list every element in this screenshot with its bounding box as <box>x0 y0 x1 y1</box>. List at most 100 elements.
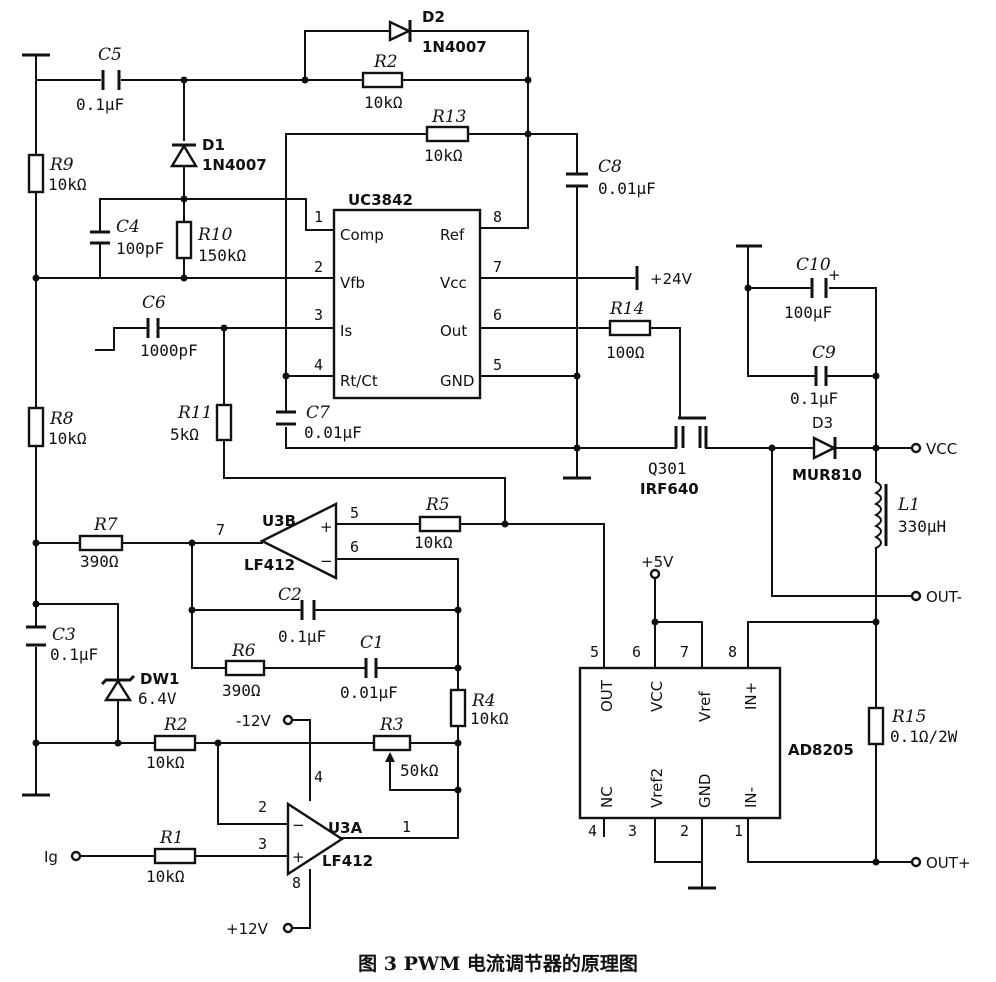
label-r7-value: 390Ω <box>80 552 119 571</box>
capacitor-c2 <box>300 600 316 620</box>
u3b-plus-sign: + <box>320 518 333 536</box>
u3a-pin1: 1 <box>402 818 411 836</box>
label-r2top-value: 10kΩ <box>364 93 403 112</box>
label-c8-value: 0.01μF <box>598 179 656 198</box>
capacitor-c10 <box>810 278 828 298</box>
ad8205-pin8-label: IN+ <box>742 682 760 710</box>
component-labels: C5 0.1μF D2 1N4007 R2 10kΩ R13 10kΩ D1 1… <box>48 8 958 886</box>
resistor-r10 <box>175 220 193 260</box>
label-r13-ref: R13 <box>431 107 466 127</box>
ad8205-pin4-num: 4 <box>588 822 597 840</box>
diode-d1 <box>169 143 199 168</box>
diodes <box>100 20 837 702</box>
label-r5-ref: R5 <box>425 495 450 515</box>
opamp-u3a: − + U3A LF412 1 2 3 4 8 <box>258 768 411 892</box>
label-r7-ref: R7 <box>93 515 118 535</box>
label-c2-ref: C2 <box>278 585 302 605</box>
junction-dots <box>32 76 880 866</box>
resistor-r8 <box>27 406 45 448</box>
capacitor-c6 <box>146 318 160 338</box>
label-r5-value: 10kΩ <box>414 533 453 552</box>
u3a-pin8: 8 <box>292 874 301 892</box>
label-r15-ref: R15 <box>891 707 926 727</box>
label-c4-value: 100pF <box>116 239 164 258</box>
uc3842-pin1-label: Comp <box>340 226 384 244</box>
diode-d2 <box>388 20 412 42</box>
label-d1-value: 1N4007 <box>202 156 267 174</box>
resistor-r5 <box>418 515 462 533</box>
ad8205-pin1-num: 1 <box>734 822 743 840</box>
label-dw1-value: 6.4V <box>138 689 177 708</box>
ad8205-pin5-label: OUT <box>598 679 616 712</box>
label-r4-ref: R4 <box>471 691 496 711</box>
uc3842-pin3-num: 3 <box>314 306 323 324</box>
label-r15-value: 0.1Ω/2W <box>890 727 958 746</box>
resistors <box>27 71 885 865</box>
capacitor-c3 <box>26 625 46 647</box>
label-r11-ref: R11 <box>177 403 212 423</box>
ad8205-pin7-label: Vref <box>696 691 714 722</box>
label-c10-ref: C10 <box>796 255 831 275</box>
u3a-name: U3A <box>328 819 363 837</box>
label-r10-ref: R10 <box>197 225 233 245</box>
label-r10-value: 150kΩ <box>198 246 247 265</box>
terminal-plus24v: +24V <box>650 270 693 288</box>
capacitor-c5 <box>101 70 121 90</box>
label-c5-ref: C5 <box>98 45 122 65</box>
uc3842-pin3-label: Is <box>340 322 352 340</box>
ad8205-pin3-num: 3 <box>628 822 637 840</box>
resistor-r1 <box>153 847 197 865</box>
label-r4-value: 10kΩ <box>470 709 509 728</box>
uc3842-name: UC3842 <box>348 191 413 209</box>
ad8205-pin4-label: NC <box>598 786 616 808</box>
figure-caption: 图 3 PWM 电流调节器的原理图 <box>358 952 638 975</box>
u3b-part: LF412 <box>244 556 295 574</box>
label-q301-ref: Q301 <box>648 459 687 478</box>
mosfet-q301 <box>671 416 709 449</box>
resistor-r13 <box>425 125 470 143</box>
potentiometer-r3 <box>372 734 412 752</box>
u3a-part: LF412 <box>322 852 373 870</box>
label-d3-value: MUR810 <box>792 466 862 484</box>
u3b-pin6: 6 <box>350 538 359 556</box>
label-r6-value: 390Ω <box>222 681 261 700</box>
terminal-vcc: VCC <box>926 440 957 458</box>
terminal-ig: Ig <box>44 848 58 866</box>
uc3842-pin1-num: 1 <box>314 208 323 226</box>
u3a-pin2: 2 <box>258 798 267 816</box>
label-r9-value: 10kΩ <box>48 175 87 194</box>
resistor-r7 <box>78 534 124 552</box>
label-r6-ref: R6 <box>231 641 256 661</box>
resistor-r2-top <box>361 71 404 89</box>
label-c1-ref: C1 <box>360 633 384 653</box>
label-r3-value: 50kΩ <box>400 761 439 780</box>
ad8205-pin6-label: VCC <box>648 681 666 712</box>
u3b-pin5: 5 <box>350 504 359 522</box>
terminal-out-plus: OUT+ <box>926 854 971 872</box>
terminals: VCC OUT- OUT+ +24V +5V -12V +12V Ig + <box>44 266 971 938</box>
terminal-minus12v: -12V <box>236 712 271 730</box>
ad8205-pin1-label: IN- <box>742 787 760 808</box>
capacitors <box>26 70 828 678</box>
label-c4-ref: C4 <box>116 217 140 237</box>
terminal-plus5v: +5V <box>641 553 674 571</box>
label-d3-ref: D3 <box>812 414 833 432</box>
resistor-r15 <box>867 706 885 746</box>
c10-polarity-plus: + <box>828 266 841 284</box>
label-c3-value: 0.1μF <box>50 645 98 664</box>
u3b-name: U3B <box>262 512 296 530</box>
resistor-r11 <box>215 403 233 442</box>
label-l1-value: 330μH <box>898 517 946 536</box>
label-c5-value: 0.1μF <box>76 95 124 114</box>
label-r1-ref: R1 <box>159 828 184 848</box>
label-c3-ref: C3 <box>52 625 76 645</box>
label-c1-value: 0.01μF <box>340 683 398 702</box>
ad8205-pin6-num: 6 <box>632 643 641 661</box>
uc3842-pin7-label: Vcc <box>440 274 467 292</box>
uc3842-pin7-num: 7 <box>493 258 502 276</box>
diode-d3 <box>812 436 837 460</box>
capacitor-c4 <box>90 230 110 245</box>
uc3842-pin2-num: 2 <box>314 258 323 276</box>
label-c10-value: 100μF <box>784 303 832 322</box>
